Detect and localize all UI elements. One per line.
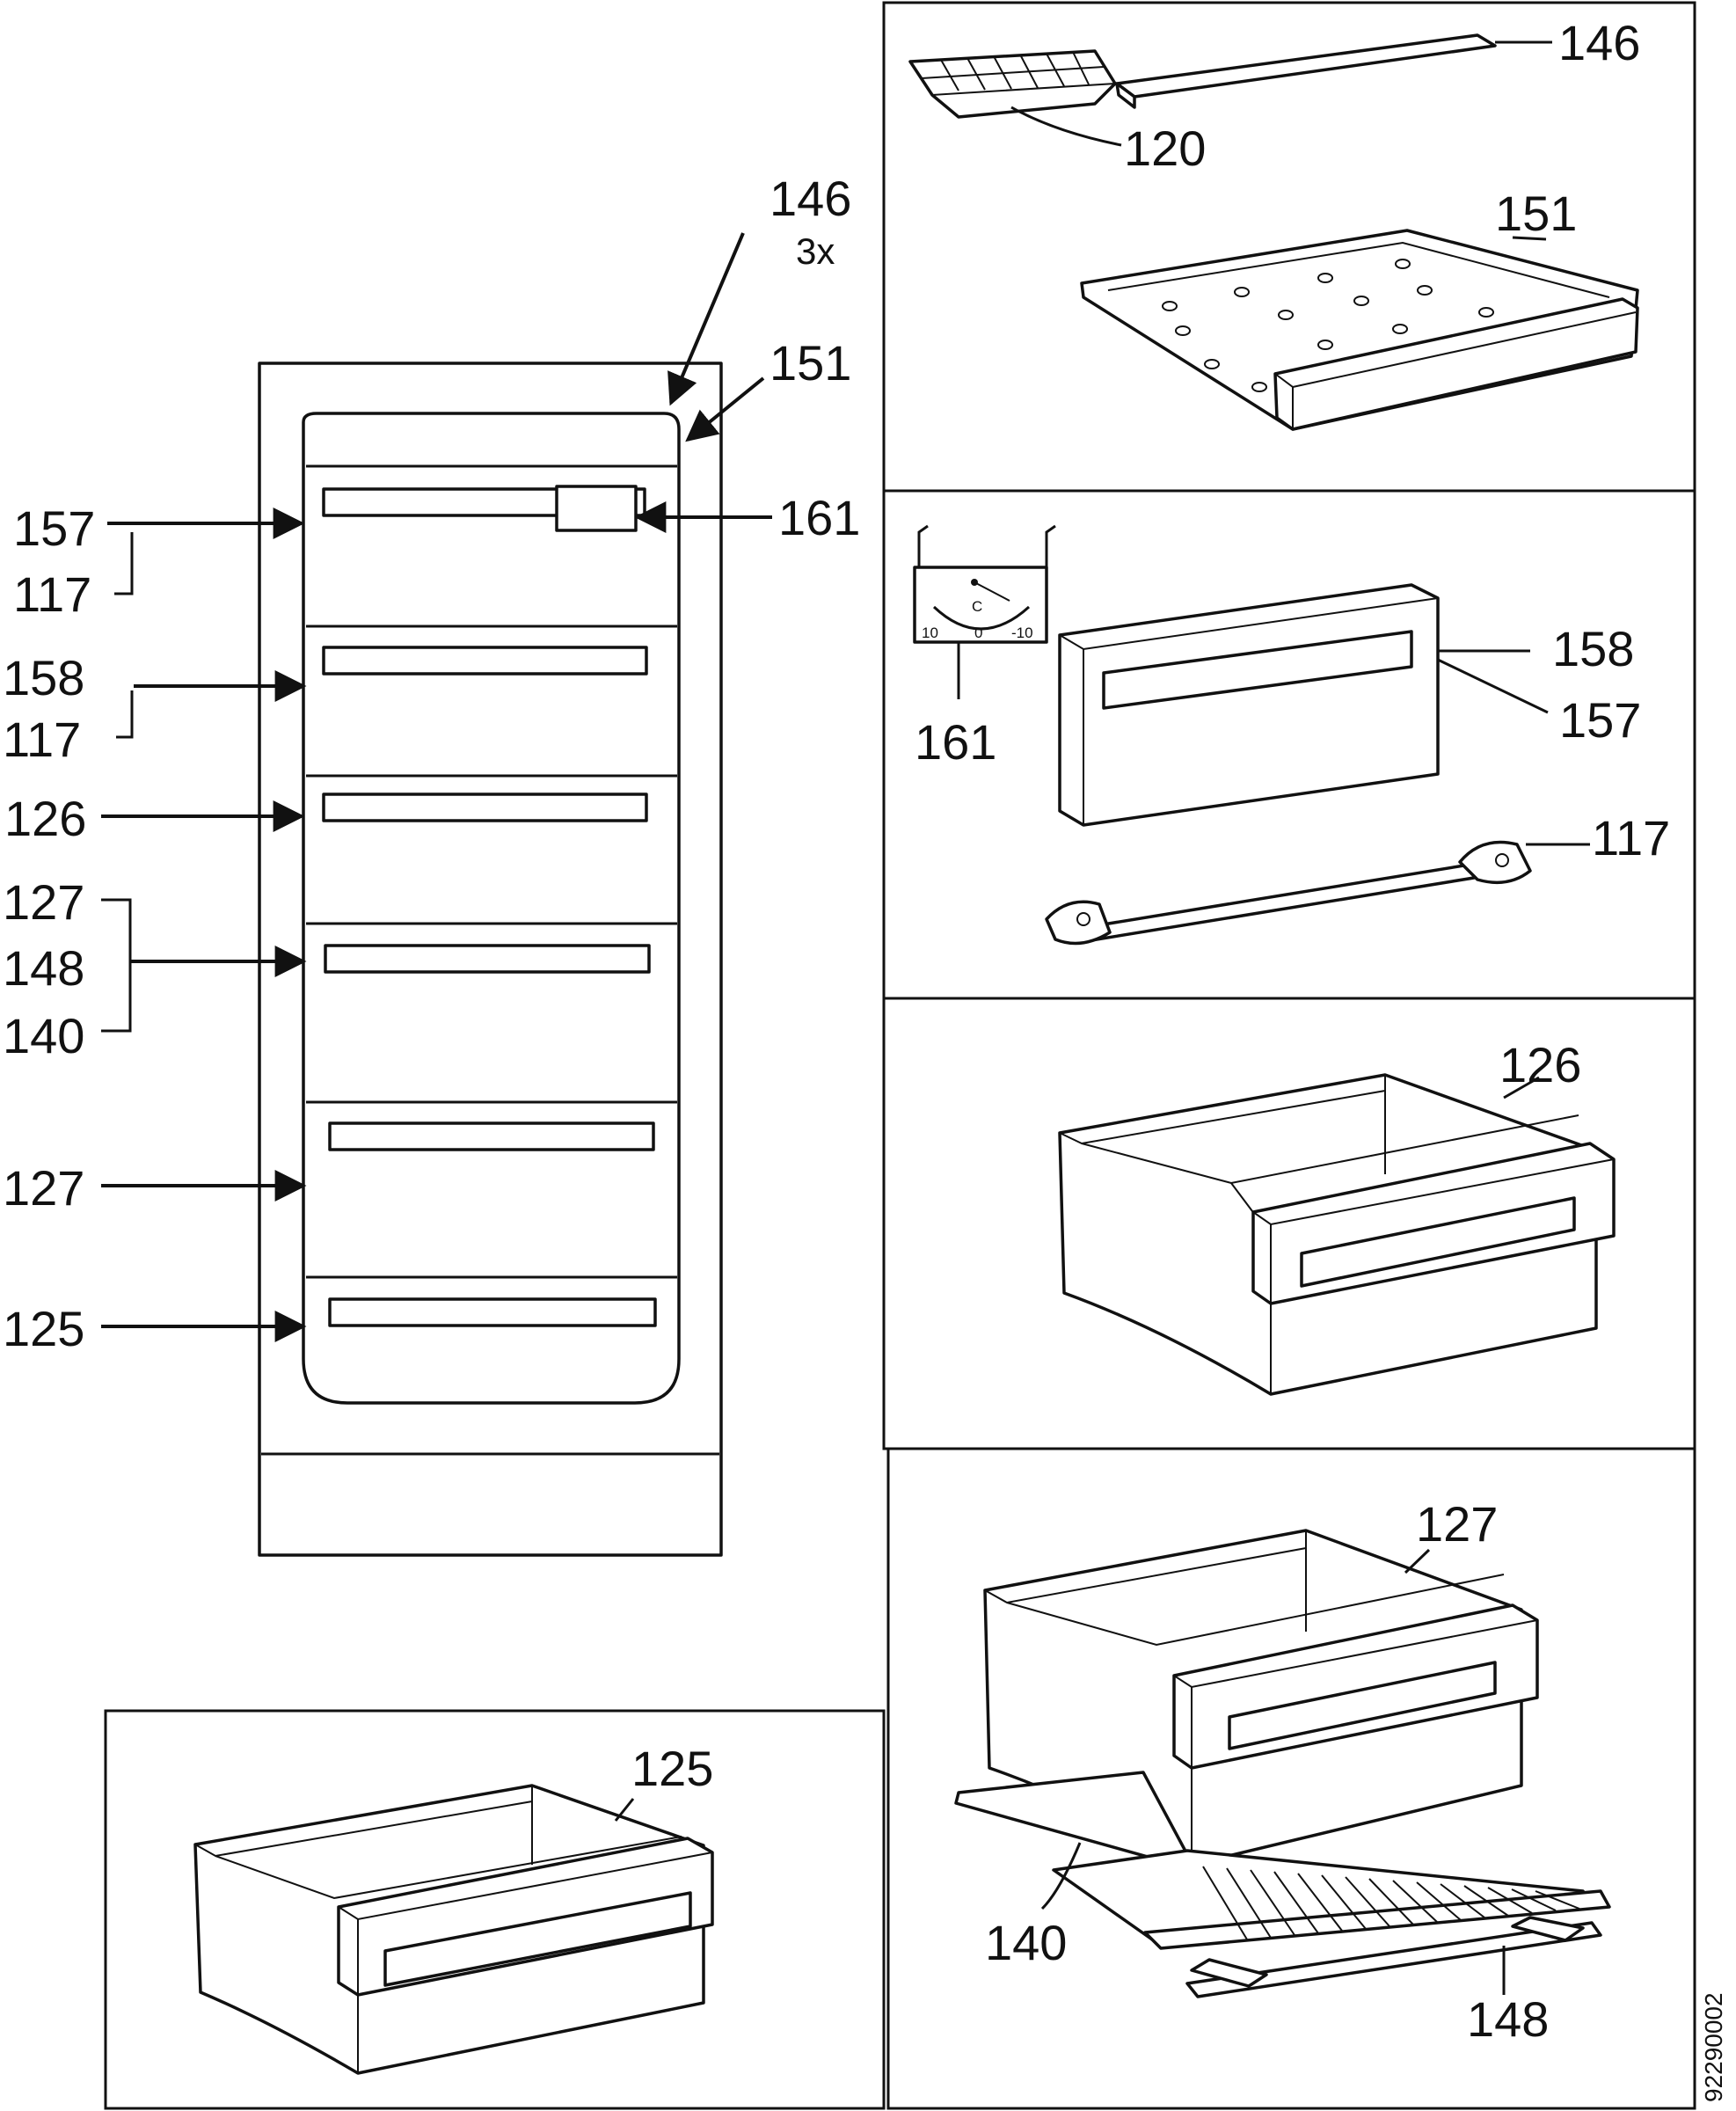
figure-code: 92290002 (1700, 1992, 1727, 2102)
dial-scale-right: -10 (1011, 625, 1033, 641)
panel-drawer-125: 125 (193, 1741, 714, 2075)
label-3x: 3x (796, 230, 835, 272)
label-140-panel: 140 (985, 1915, 1067, 1970)
label-161-cabinet: 161 (778, 490, 860, 545)
drawer-rail (1045, 840, 1532, 946)
trim-strip (1115, 33, 1497, 109)
freezer-shelf (1080, 229, 1639, 431)
label-146-panel: 146 (1558, 15, 1640, 70)
label-140-cabinet: 140 (3, 1008, 84, 1063)
label-151-panel: 151 (1495, 186, 1577, 241)
label-117-panel: 117 (1592, 810, 1670, 866)
panel-thermometer-and-front: C 10 0 -10 161 158 157 117 (913, 524, 1670, 946)
label-126-cabinet: 126 (4, 791, 86, 846)
drawer-125 (193, 1784, 714, 2075)
panel-frames (104, 1, 1696, 2110)
label-146-top: 146 (770, 171, 851, 226)
panel-drawer-126: 126 (1058, 1037, 1616, 1396)
label-148-panel: 148 (1467, 1991, 1549, 2047)
thermometer-dial: C 10 0 -10 (913, 524, 1056, 699)
label-117-cabinet-a: 117 (13, 566, 91, 622)
label-148-cabinet: 148 (3, 940, 84, 996)
rack-wires (1202, 1866, 1580, 1940)
label-126-panel: 126 (1499, 1037, 1581, 1092)
cabinet-leaders (101, 232, 772, 1342)
freezer-cabinet (258, 362, 723, 1557)
label-161-panel: 161 (915, 714, 996, 770)
label-158-cabinet: 158 (3, 650, 84, 705)
label-157-cabinet: 157 (13, 500, 95, 556)
drawer-front-panel (1058, 583, 1440, 827)
dial-unit: C (972, 598, 982, 615)
label-151-top: 151 (770, 335, 851, 391)
dial-scale-left: 10 (922, 625, 938, 641)
label-157-panel: 157 (1559, 692, 1641, 748)
dial-scale-center: 0 (974, 625, 982, 641)
label-127-cabinet-a: 127 (3, 874, 84, 930)
drawer-126 (1058, 1073, 1616, 1396)
cabinet-labels: 146 3x 151 161 157 117 158 117 126 127 1… (3, 171, 860, 1356)
label-158-panel: 158 (1552, 621, 1634, 676)
ice-cube-tray (908, 49, 1117, 119)
label-125-panel: 125 (631, 1741, 713, 1796)
panel-ice-tray-and-shelf: 146 120 151 (908, 15, 1640, 431)
label-120-panel: 120 (1124, 121, 1206, 176)
clip-rail (1185, 1916, 1602, 1998)
wire-rack (954, 1771, 1611, 1950)
shelf-dimples (1162, 259, 1494, 392)
label-117-cabinet-b: 117 (3, 712, 81, 767)
label-127-panel: 127 (1416, 1496, 1498, 1552)
panel-drawer-127: 127 140 148 (954, 1496, 1611, 2047)
label-127-cabinet-b: 127 (3, 1160, 84, 1216)
label-125-cabinet: 125 (3, 1301, 84, 1356)
